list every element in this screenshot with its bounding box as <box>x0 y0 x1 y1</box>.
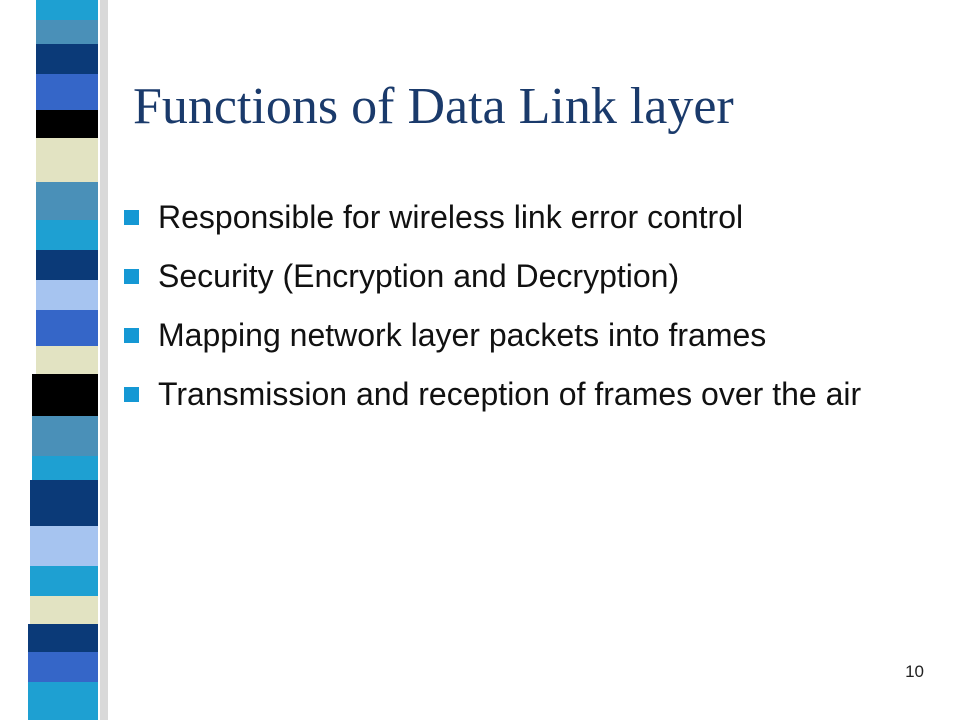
page-number: 10 <box>905 662 924 681</box>
bullet-item: Security (Encryption and Decryption) <box>124 255 884 298</box>
decorative-stripe-band <box>26 0 108 720</box>
stripe-pattern <box>26 0 108 720</box>
bullet-text: Responsible for wireless link error cont… <box>158 199 744 235</box>
bullet-item: Responsible for wireless link error cont… <box>124 196 884 239</box>
bullet-text: Security (Encryption and Decryption) <box>158 258 680 294</box>
bullet-item: Mapping network layer packets into frame… <box>124 314 884 357</box>
bullet-item: Transmission and reception of frames ove… <box>124 373 884 416</box>
square-bullet-icon <box>124 210 139 225</box>
square-bullet-icon <box>124 269 139 284</box>
bullet-list: Responsible for wireless link error cont… <box>124 196 884 432</box>
square-bullet-icon <box>124 328 139 343</box>
bullet-text: Transmission and reception of frames ove… <box>158 376 862 412</box>
square-bullet-icon <box>124 387 139 402</box>
bullet-text: Mapping network layer packets into frame… <box>158 317 767 353</box>
slide-title: Functions of Data Link layer <box>133 78 734 135</box>
